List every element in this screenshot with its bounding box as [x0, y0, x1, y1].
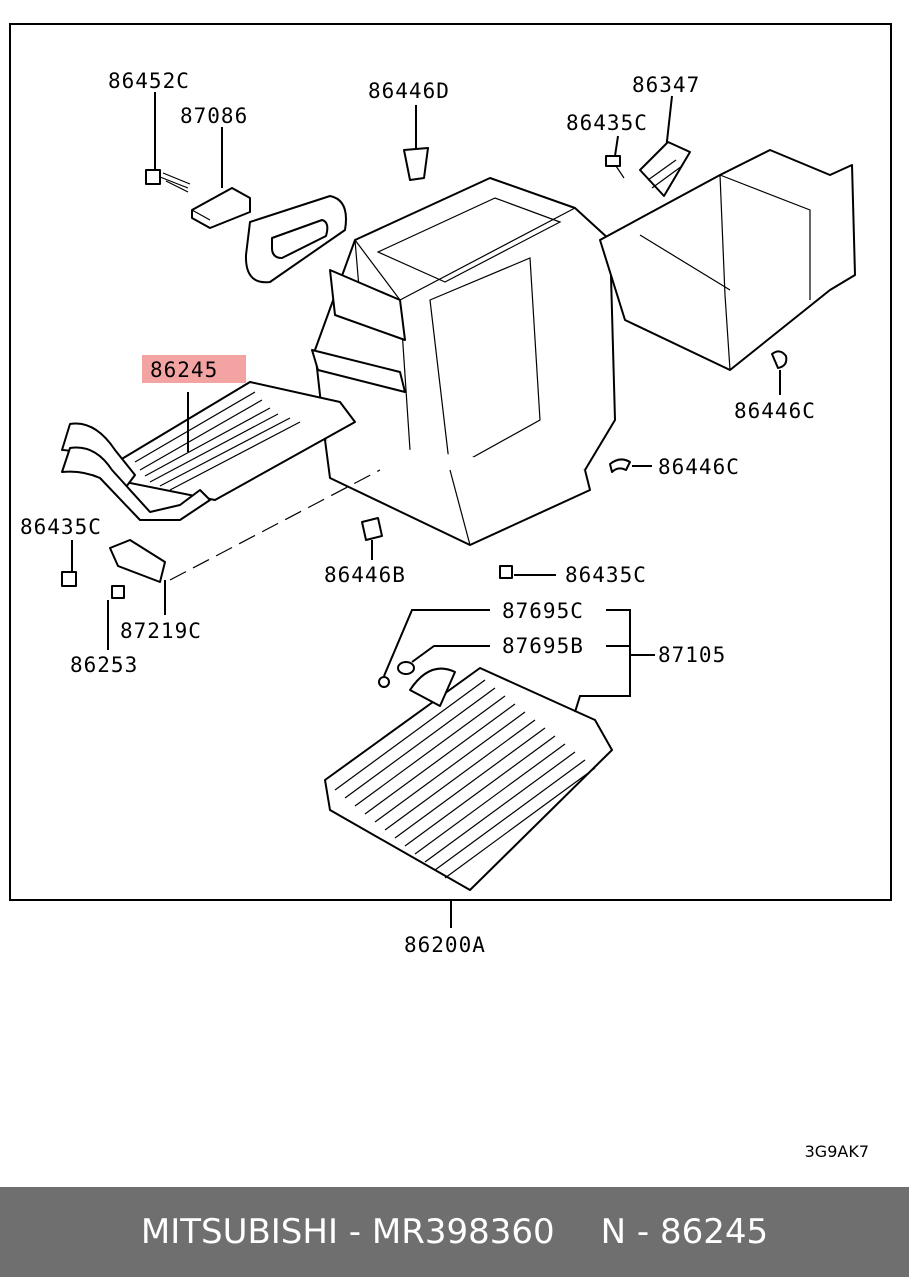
screw-86435C-mid-drawing: [499, 565, 556, 579]
highlight-box-86245: [142, 355, 246, 383]
footer-part-number: MR398360: [371, 1212, 555, 1252]
parts-diagram: 86452C 87086 86446D 86347 86435C 86245 8…: [9, 23, 892, 957]
footer-ref-prefix: N -: [600, 1212, 660, 1252]
actuator-86347-drawing: [639, 95, 691, 197]
bracket-87219C-drawing: [109, 469, 381, 615]
label-86200A[interactable]: 86200A: [404, 933, 486, 957]
screw-86435C-top-drawing: [605, 135, 625, 179]
label-86446B[interactable]: 86446B: [324, 563, 406, 587]
label-86435C-mid[interactable]: 86435C: [565, 563, 647, 587]
bolt-86452C-drawing: [145, 92, 191, 193]
label-87105[interactable]: 87105: [658, 643, 726, 667]
foam-seal-drawing: [244, 195, 347, 284]
footer-ref-number: 86245: [659, 1212, 769, 1252]
evaporator-87105-drawing: [324, 609, 655, 891]
resistor-87086-drawing: [191, 127, 251, 229]
label-87086[interactable]: 87086: [180, 104, 248, 128]
label-86446C-right[interactable]: 86446C: [734, 399, 816, 423]
label-86446D[interactable]: 86446D: [368, 79, 450, 103]
label-86253[interactable]: 86253: [70, 653, 138, 677]
heater-case-drawing: [311, 177, 616, 546]
footer-bar: MITSUBISHI - MR398360 N - 86245: [0, 1187, 909, 1277]
heater-core-86245-drawing: [61, 381, 356, 521]
screw-86435C-left-drawing: [61, 540, 77, 587]
air-duct-drawing: [599, 149, 856, 371]
label-86347[interactable]: 86347: [632, 73, 700, 97]
label-86245[interactable]: 86245: [150, 358, 218, 382]
label-86446C-mid[interactable]: 86446C: [658, 455, 740, 479]
label-87695B[interactable]: 87695B: [502, 634, 584, 658]
footer-separator: -: [338, 1212, 372, 1252]
label-86435C-left[interactable]: 86435C: [20, 515, 102, 539]
footer-brand: MITSUBISHI: [140, 1212, 338, 1252]
clip-86446B-drawing: [361, 517, 383, 560]
clip-86446D-drawing: [403, 105, 429, 181]
diagram-code: 3G9AK7: [804, 1142, 869, 1161]
clip-86446C-right-drawing: [771, 350, 788, 395]
label-86452C[interactable]: 86452C: [108, 69, 190, 93]
label-86435C-top[interactable]: 86435C: [566, 111, 648, 135]
label-87219C[interactable]: 87219C: [120, 619, 202, 643]
screw-86253-drawing: [107, 585, 125, 650]
clip-86446C-mid-drawing: [609, 458, 652, 473]
label-87695C[interactable]: 87695C: [502, 599, 584, 623]
